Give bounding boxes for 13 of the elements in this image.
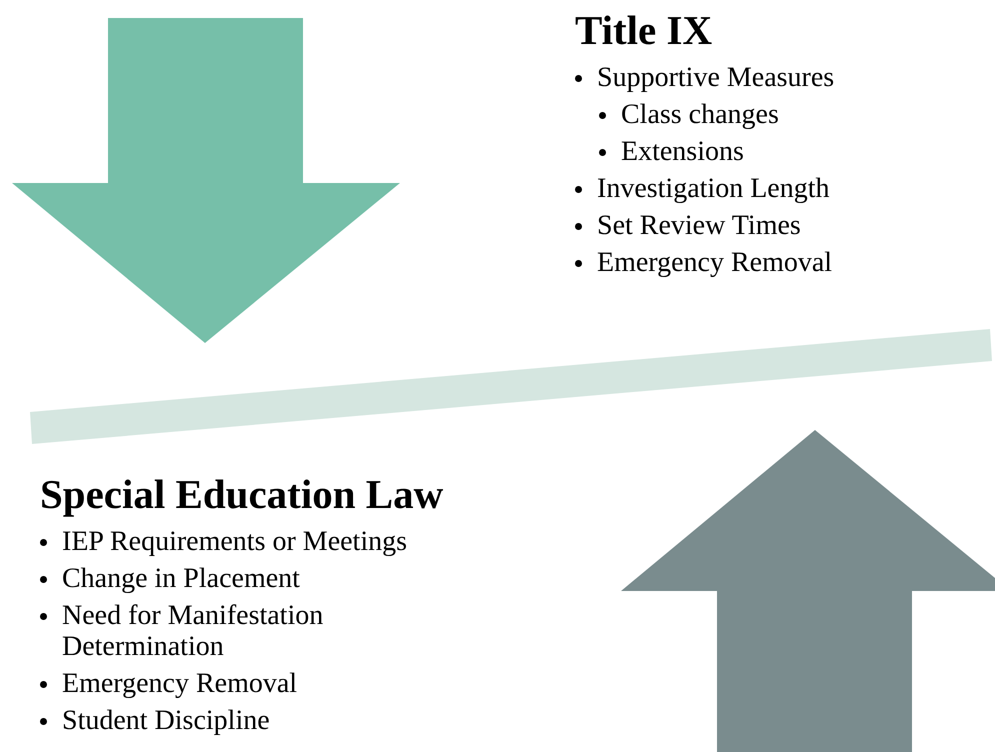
section-heading: Special Education Law [40,470,444,518]
section-heading: Title IX [575,6,714,54]
bullet-text: Investigation Length [597,173,830,204]
bullet-text: Student Discipline [62,705,270,736]
bullet-text: Need for Manifestation Determination [62,600,324,662]
bullet-text: Class changes [621,99,779,130]
bullet-text: Extensions [621,136,744,167]
bullet-text: Emergency Removal [597,247,832,278]
bullet-text: Change in Placement [62,563,300,594]
bullet-text: IEP Requirements or Meetings [62,526,408,557]
bullet-text: Set Review Times [597,210,801,241]
bullet-text: Emergency Removal [62,668,298,699]
bullet-text: Supportive Measures [597,62,834,93]
